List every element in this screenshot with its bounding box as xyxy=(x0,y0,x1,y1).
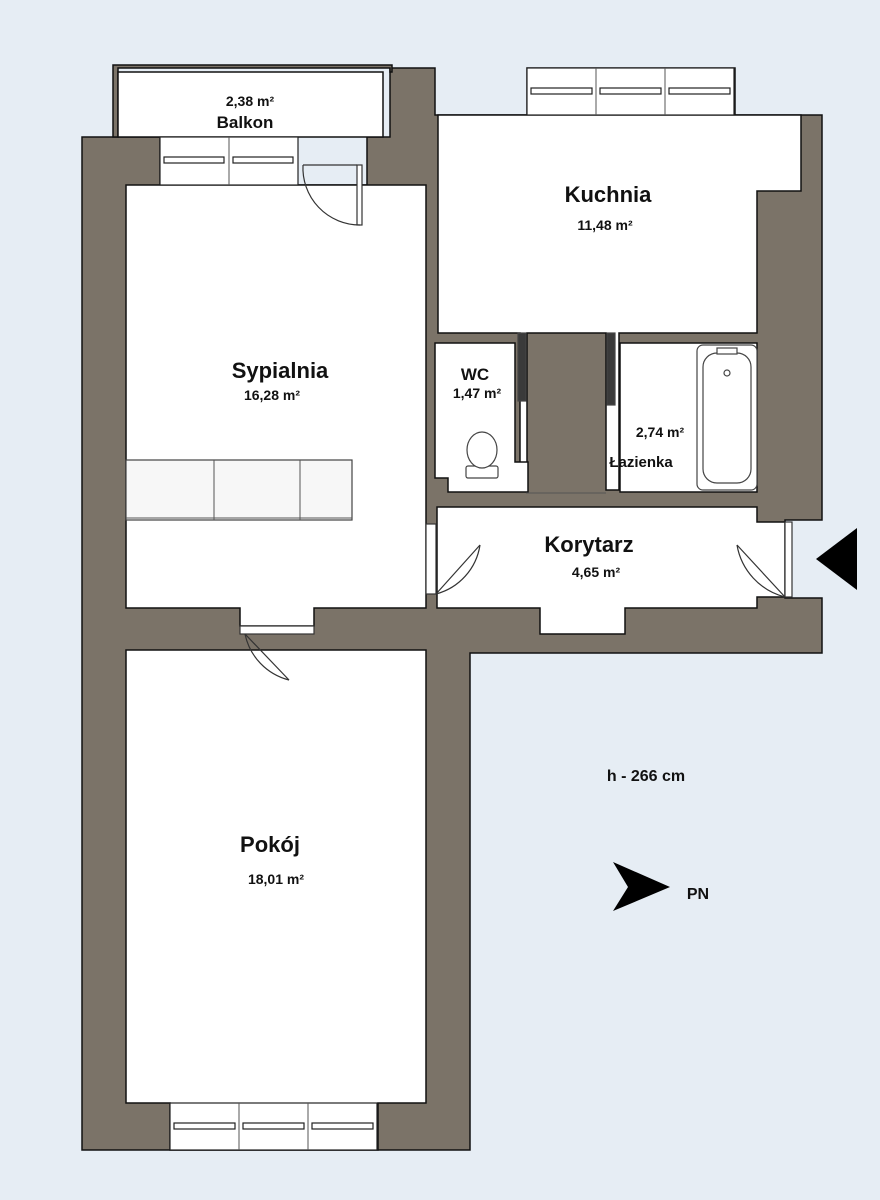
floor-balkon xyxy=(117,71,384,138)
name-korytarz: Korytarz xyxy=(544,532,633,557)
floor-korytarz xyxy=(436,506,786,635)
floor-wc xyxy=(434,342,529,493)
door-balkon xyxy=(302,164,363,226)
door-lazienka-sliding xyxy=(606,332,616,406)
compass-label: PN xyxy=(687,886,709,903)
name-kuchnia: Kuchnia xyxy=(565,182,653,207)
door-sypialnia-korytarz xyxy=(425,523,481,595)
area-pokoj: 18,01 m² xyxy=(248,871,304,887)
name-lazienka: Łazienka xyxy=(609,454,673,471)
area-korytarz: 4,65 m² xyxy=(572,564,621,580)
door-wc-sliding xyxy=(517,332,527,402)
wardrobe xyxy=(125,459,353,521)
labels: 2,38 m² Balkon Sypialnia 16,28 m² Kuchni… xyxy=(217,93,709,903)
area-wc: 1,47 m² xyxy=(453,385,502,401)
name-wc: WC xyxy=(461,365,489,384)
floors xyxy=(117,71,802,1151)
fixtures xyxy=(465,344,758,491)
bathtub-icon xyxy=(696,344,758,491)
ceiling-height-note: h - 266 cm xyxy=(607,768,685,785)
door-entrance xyxy=(736,521,793,598)
doors xyxy=(239,164,793,681)
area-balkon: 2,38 m² xyxy=(226,93,275,109)
floor-sypialnia xyxy=(125,184,427,627)
area-sypialnia: 16,28 m² xyxy=(244,387,300,403)
name-balkon: Balkon xyxy=(217,113,274,132)
name-sypialnia: Sypialnia xyxy=(232,358,329,383)
floor-pokoj xyxy=(125,649,427,1151)
toilet-icon xyxy=(465,431,499,479)
wall-balcony-rail xyxy=(112,64,393,138)
area-lazienka: 2,74 m² xyxy=(636,424,685,440)
windows xyxy=(159,67,735,1151)
north-arrow-icon xyxy=(613,862,670,911)
area-kuchnia: 11,48 m² xyxy=(577,217,633,233)
entrance-arrow-icon xyxy=(816,528,857,590)
name-pokoj: Pokój xyxy=(240,832,300,857)
door-pokoj xyxy=(239,625,315,681)
